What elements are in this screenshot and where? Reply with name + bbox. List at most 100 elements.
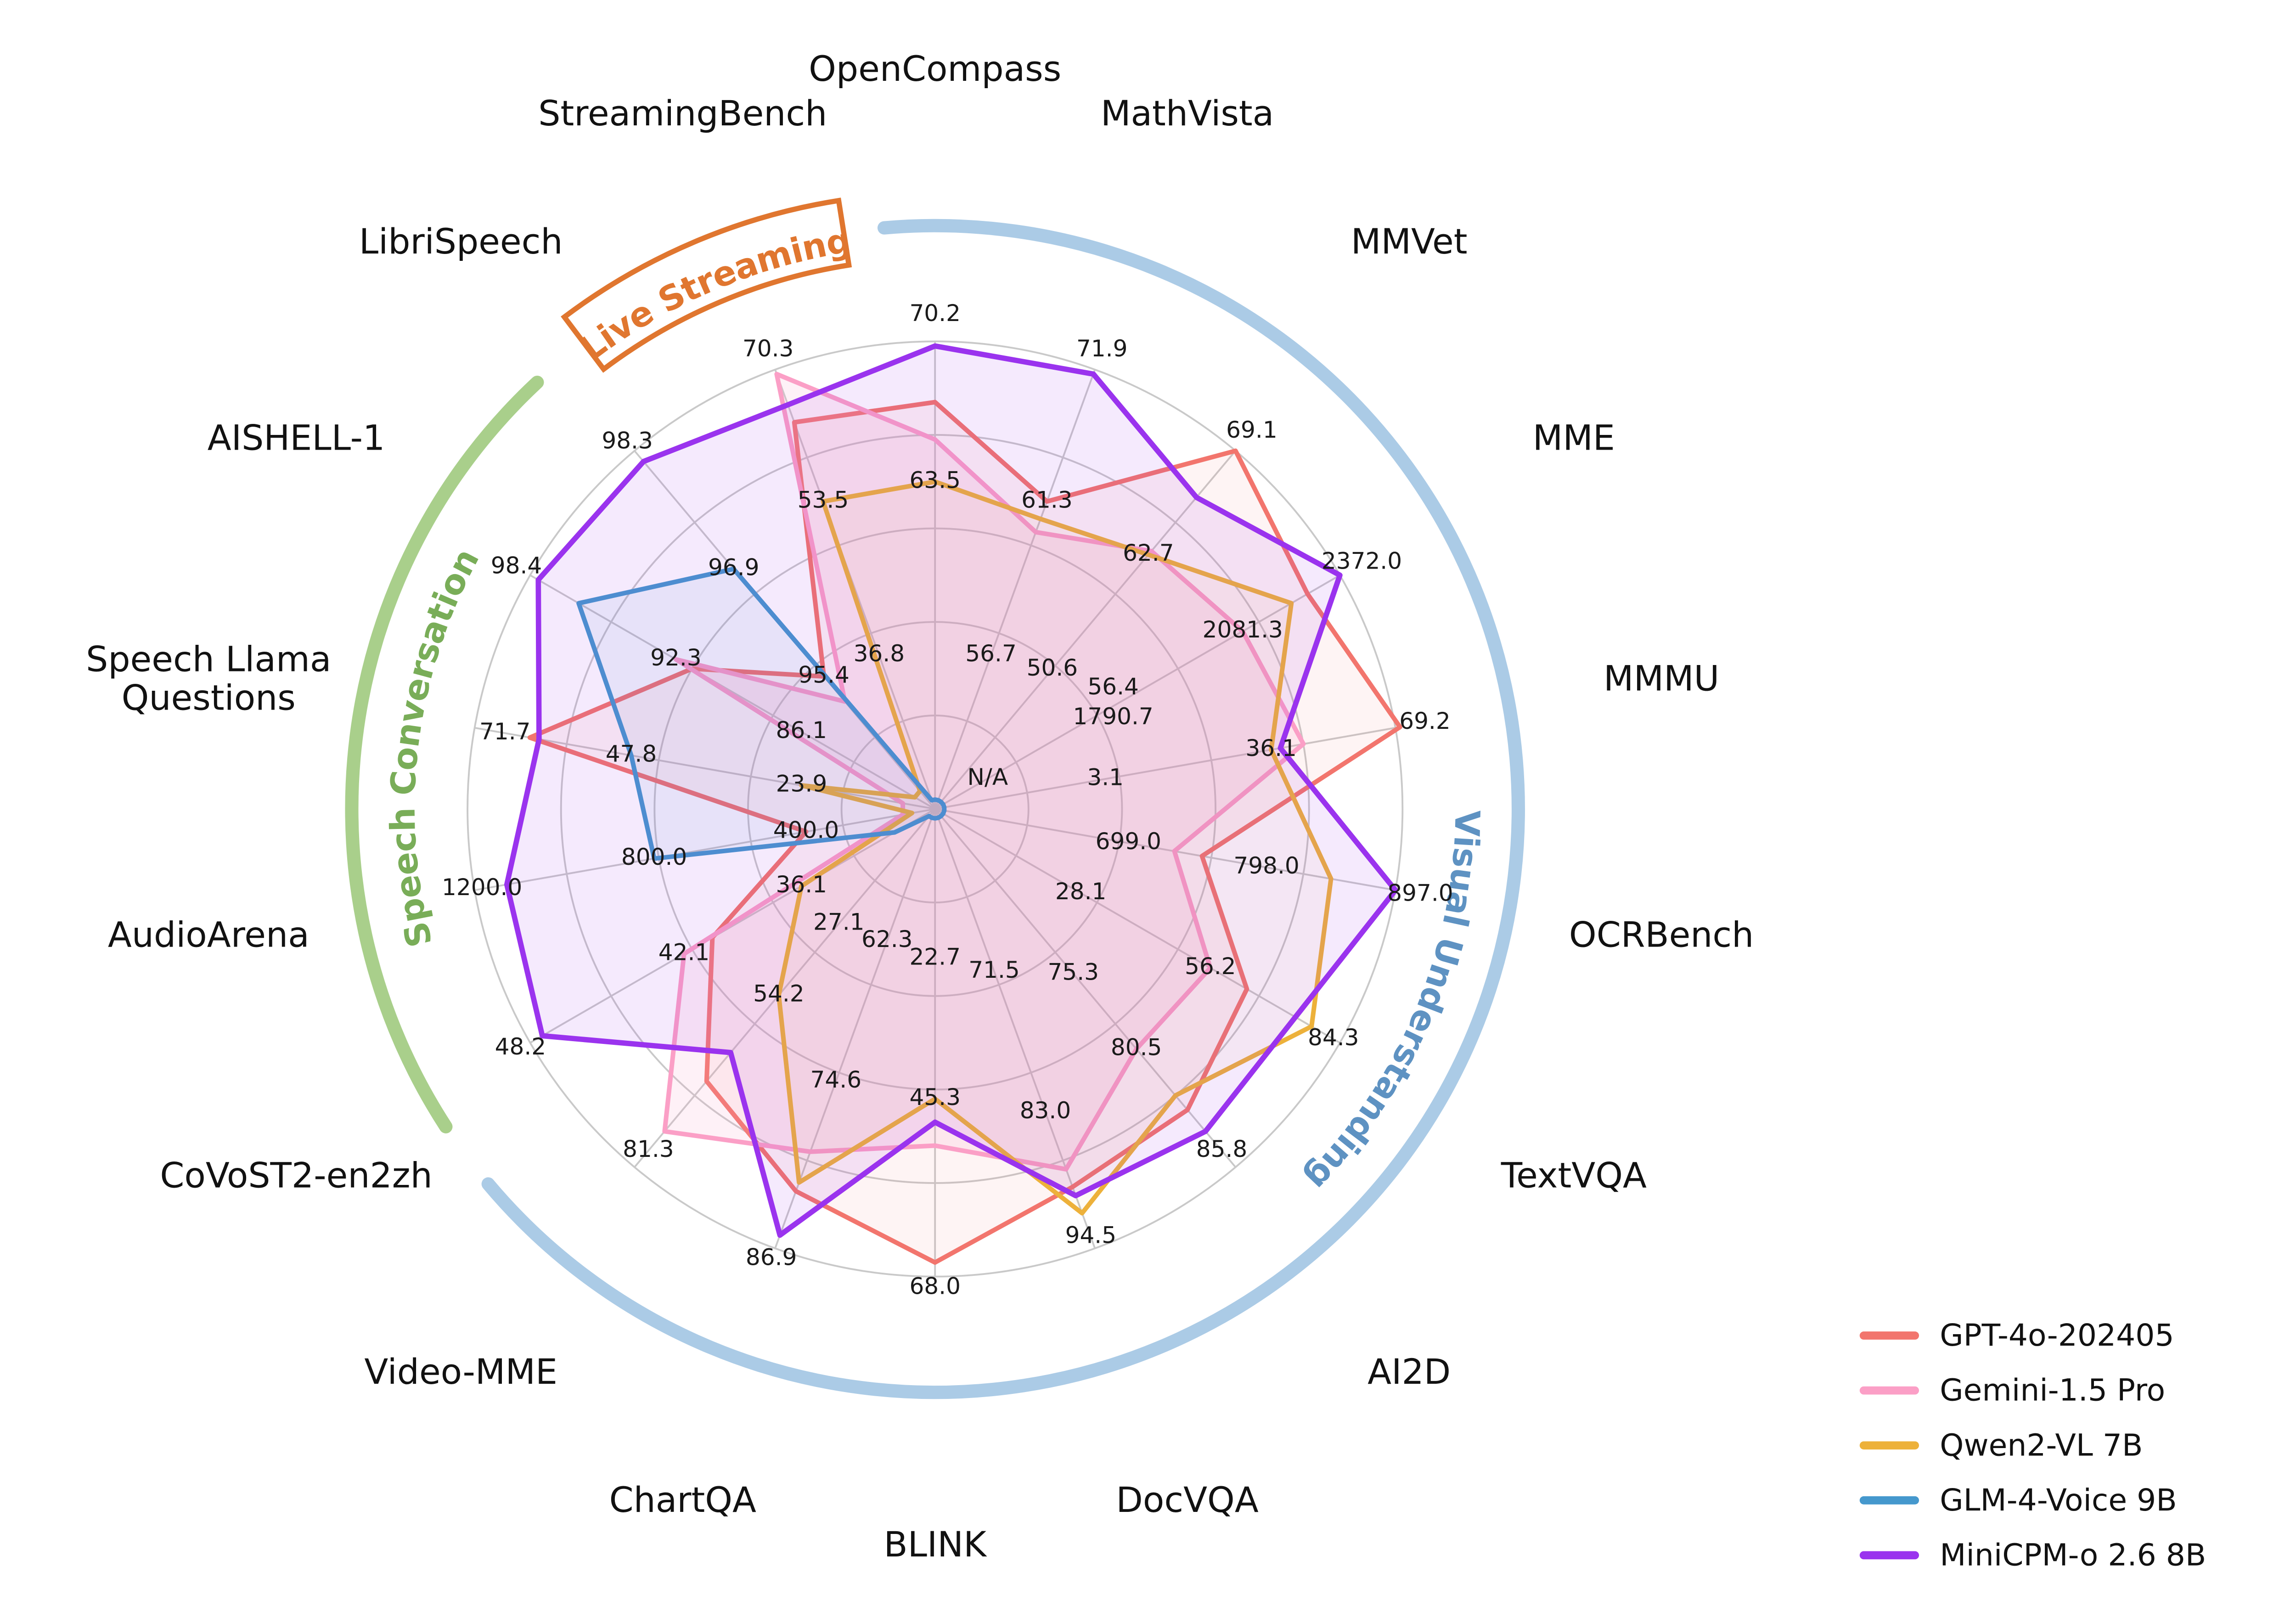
axis-label-covost2-en2zh: CoVoST2-en2zh (160, 1156, 432, 1196)
value-label: 897.0 (1387, 879, 1453, 906)
value-label: 2372.0 (1322, 547, 1402, 574)
value-label: 81.3 (623, 1136, 674, 1162)
grid-spoke (934, 808, 1096, 1249)
axis-label-chartqa: ChartQA (609, 1480, 756, 1520)
value-label: 94.5 (1065, 1222, 1117, 1249)
value-label: 56.4 (1087, 673, 1139, 700)
grid-spoke (474, 808, 935, 891)
value-label: 86.9 (746, 1244, 797, 1271)
axis-label-textvqa: TextVQA (1501, 1156, 1647, 1196)
grid-spoke (774, 808, 936, 1249)
series-polygon-gemini-1-5-pro (662, 372, 1306, 1172)
value-label: 1200.0 (442, 874, 522, 901)
value-label: 47.8 (606, 740, 657, 767)
legend-label: GLM-4-Voice 9B (1940, 1483, 2177, 1518)
value-label: 2081.3 (1203, 616, 1283, 643)
value-label: 96.9 (708, 554, 760, 581)
value-label: 92.3 (650, 644, 702, 671)
legend-item-glm-4-voice-9b: GLM-4-Voice 9B (1859, 1483, 2177, 1518)
value-label: 69.1 (1226, 417, 1277, 443)
value-label: 50.6 (1027, 654, 1078, 681)
legend-item-gemini-1-5-pro: Gemini-1.5 Pro (1859, 1373, 2165, 1408)
value-label: 83.0 (1020, 1097, 1071, 1124)
grid-spoke (529, 574, 936, 810)
grid-spoke (634, 808, 936, 1168)
value-label: 61.3 (1021, 486, 1073, 513)
value-label: 42.1 (658, 939, 710, 966)
value-label: 75.3 (1047, 959, 1099, 986)
value-label: 85.8 (1196, 1136, 1248, 1162)
axis-label-aishell-1: AISHELL-1 (208, 417, 385, 458)
value-label: 98.3 (602, 427, 653, 454)
value-label: 80.5 (1111, 1034, 1162, 1061)
value-label: 400.0 (773, 817, 839, 843)
axis-label-mmmu: MMMU (1604, 659, 1719, 699)
axis-label-streamingbench: StreamingBench (538, 93, 827, 134)
value-label: 800.0 (621, 844, 687, 870)
value-label: N/A (968, 764, 1008, 790)
legend-swatch (1859, 1496, 1919, 1505)
grid-spoke (529, 808, 936, 1044)
legend-label: Qwen2-VL 7B (1940, 1427, 2143, 1463)
axis-label-video-mme: Video-MME (364, 1352, 557, 1392)
legend-label: Gemini-1.5 Pro (1940, 1373, 2165, 1408)
legend-swatch (1859, 1331, 1919, 1340)
axis-label-mmvet: MMVet (1351, 221, 1468, 262)
value-label: 56.2 (1185, 953, 1236, 980)
grid-spoke (934, 808, 1396, 891)
axis-label-blink: BLINK (884, 1524, 987, 1565)
value-label: 36.8 (854, 640, 905, 667)
grid-spoke (474, 727, 935, 810)
legend-item-qwen2-vl-7b: Qwen2-VL 7B (1859, 1427, 2143, 1463)
legend-label: GPT-4o-202405 (1940, 1318, 2174, 1353)
series-polygon-minicpm-o-2-6-8b (504, 343, 1398, 1238)
category-arc-speech-conversation (345, 375, 544, 1133)
value-label: 36.1 (1245, 735, 1297, 761)
category-arc-visual-understanding (481, 219, 1525, 1399)
value-label: 798.0 (1233, 852, 1299, 879)
grid-spoke (934, 727, 1396, 810)
value-label: 45.3 (909, 1084, 961, 1111)
value-label: 699.0 (1096, 828, 1161, 855)
axis-label-ai2d: AI2D (1367, 1352, 1451, 1392)
value-label: 28.1 (1055, 878, 1107, 905)
legend-swatch (1859, 1386, 1919, 1395)
legend-swatch (1859, 1441, 1919, 1450)
legend-label: MiniCPM-o 2.6 8B (1940, 1537, 2206, 1570)
axis-label-mathvista: MathVista (1101, 93, 1274, 134)
value-label: 23.9 (776, 771, 827, 797)
value-label: 98.4 (491, 552, 542, 579)
value-label: 62.3 (861, 926, 913, 953)
value-label: 36.1 (776, 871, 827, 898)
grid-spoke (934, 450, 1237, 810)
series-polygon-qwen2-vl-7b (776, 479, 1334, 1216)
value-label: 1790.7 (1073, 703, 1154, 730)
grid-spoke (934, 808, 1237, 1168)
value-label: 71.7 (479, 718, 531, 745)
grid-spoke (934, 574, 1340, 810)
value-label: 95.4 (798, 661, 850, 688)
value-label: 71.9 (1076, 335, 1128, 362)
value-label: 86.1 (776, 717, 827, 744)
grid-spoke (774, 369, 936, 810)
value-label: 56.7 (965, 640, 1017, 667)
value-label: 22.7 (909, 944, 961, 970)
value-label: 69.2 (1399, 708, 1451, 734)
legend-item-gpt-4o-202405: GPT-4o-202405 (1859, 1318, 2174, 1353)
axis-label-docvqa: DocVQA (1116, 1480, 1258, 1520)
axis-label-mme: MME (1533, 417, 1615, 458)
value-label: 71.5 (968, 957, 1020, 983)
value-label: 70.2 (909, 300, 961, 327)
value-label: 3.1 (1087, 764, 1124, 791)
legend-swatch (1859, 1551, 1919, 1560)
axis-label-opencompass: OpenCompass (809, 49, 1061, 89)
value-label: 54.2 (753, 981, 805, 1007)
legend-item-minicpm-o-2-6-8b: MiniCPM-o 2.6 8B (1859, 1537, 2206, 1571)
axis-label-audioarena: AudioArena (108, 914, 310, 955)
value-label: 68.0 (909, 1273, 961, 1299)
series-polygon-glm-4-voice-9b (576, 566, 947, 861)
value-label: 84.3 (1308, 1024, 1359, 1051)
value-label: 63.5 (909, 467, 961, 493)
